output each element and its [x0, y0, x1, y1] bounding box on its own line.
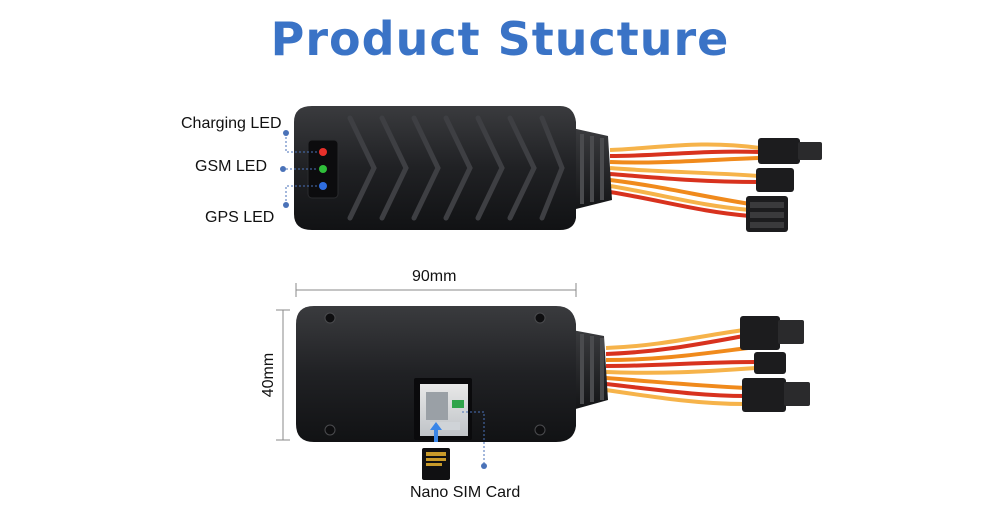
bottom-wire-bundle [605, 328, 757, 406]
page-title: Product Stucture [270, 12, 730, 66]
charging-led-dot-icon [283, 130, 289, 136]
bottom-device-body [296, 306, 576, 442]
bottom-connector-3 [742, 378, 810, 412]
sim-callout-dot-icon [481, 463, 487, 469]
sim-callout-line [462, 411, 485, 464]
width-dimension-label: 40mm [260, 352, 277, 398]
gps-led-dot-icon [283, 202, 289, 208]
bottom-connector-1 [740, 316, 804, 350]
screw-icon [534, 312, 546, 324]
gps-led-label: GPS LED [205, 209, 275, 226]
bottom-connector-2 [754, 352, 786, 374]
sim-insert-arrow-icon [430, 422, 442, 442]
top-connector-2 [756, 168, 794, 192]
screw-icon [534, 424, 546, 436]
nano-sim-card [422, 448, 450, 480]
device-bottom-view [296, 306, 810, 442]
top-cable-sleeve [572, 128, 612, 210]
bottom-cable-sleeve [572, 330, 608, 410]
top-wire-bundle [609, 142, 761, 218]
led-red [319, 148, 327, 156]
width-dimension-line [276, 309, 290, 441]
led-green [319, 165, 327, 173]
gsm-led-dot-icon [280, 166, 286, 172]
top-connector-1 [758, 138, 822, 164]
top-device-body [294, 106, 576, 230]
led-callout-lines [285, 133, 318, 205]
length-dimension-line [295, 283, 577, 297]
sim-card-label: Nano SIM Card [410, 484, 521, 501]
screw-icon [324, 424, 336, 436]
device-top-view [294, 106, 822, 232]
screw-icon [324, 312, 336, 324]
length-dimension-label: 90mm [412, 268, 457, 285]
gsm-led-label: GSM LED [195, 158, 268, 175]
led-blue [319, 182, 327, 190]
top-chevron-ridges [347, 115, 565, 221]
charging-led-label: Charging LED [181, 115, 282, 132]
top-connector-3 [746, 196, 788, 232]
